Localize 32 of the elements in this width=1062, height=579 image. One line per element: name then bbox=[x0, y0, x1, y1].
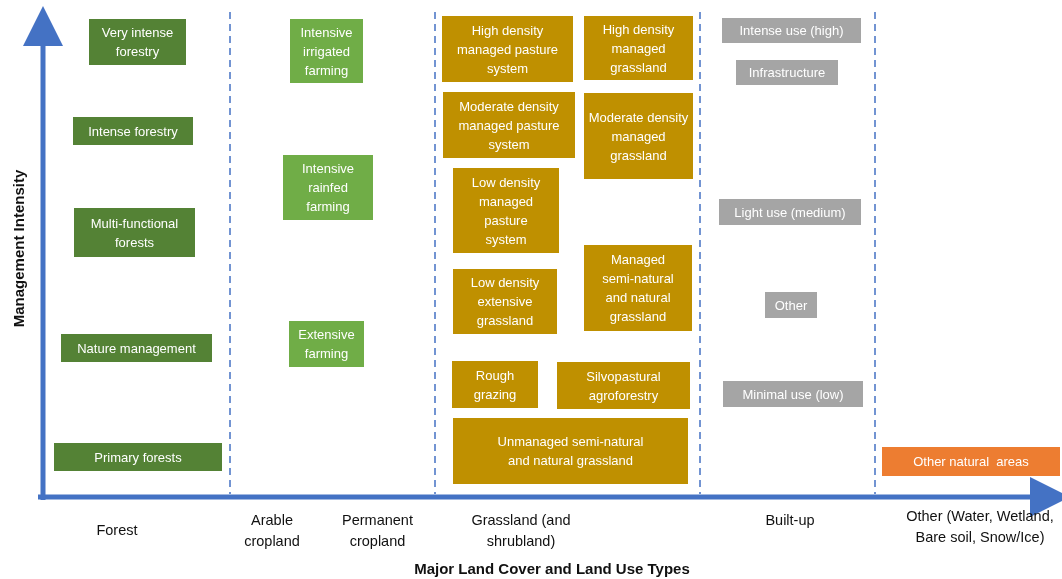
grassland-category-box: Silvopastural agroforestry bbox=[557, 362, 690, 409]
cropland-category-box: Extensive farming bbox=[289, 321, 364, 367]
forest-category-box: Primary forests bbox=[54, 443, 222, 471]
forest-category-box: Very intense forestry bbox=[89, 19, 186, 65]
built-up-category-box: Light use (medium) bbox=[719, 199, 861, 225]
x-category-label: Permanent cropland bbox=[341, 511, 414, 551]
built-up-category-box: Other bbox=[765, 292, 817, 318]
built-up-category-box: Intense use (high) bbox=[722, 18, 861, 43]
grassland-category-box: Low density extensive grassland bbox=[453, 269, 557, 334]
x-category-label: Grassland (and shrubland) bbox=[470, 511, 572, 551]
grassland-category-box: Rough grazing bbox=[452, 361, 538, 408]
x-category-label: Forest bbox=[95, 521, 139, 540]
grassland-category-box: High density managed grassland bbox=[584, 16, 693, 80]
y-axis-title: Management Intensity bbox=[8, 168, 28, 330]
forest-category-box: Intense forestry bbox=[73, 117, 193, 145]
forest-category-box: Multi-functional forests bbox=[74, 208, 195, 257]
x-axis-title: Major Land Cover and Land Use Types bbox=[413, 559, 691, 579]
x-category-label: Built-up bbox=[764, 511, 816, 530]
cropland-category-box: Intensive irrigated farming bbox=[290, 19, 363, 83]
grassland-category-box: Moderate density managed grassland bbox=[584, 93, 693, 179]
grassland-category-box: High density managed pasture system bbox=[442, 16, 573, 82]
grassland-category-box: Managed semi-natural and natural grassland bbox=[584, 245, 692, 331]
built-up-category-box: Infrastructure bbox=[736, 60, 838, 85]
natural-area-box: Other natural areas bbox=[882, 447, 1060, 476]
grassland-category-box: Unmanaged semi-natural and natural grassland bbox=[453, 418, 688, 484]
x-category-label: Other (Water, Wetland, Bare soil, Snow/Ice) bbox=[905, 507, 1055, 547]
grassland-category-box: Low density managed pasture system bbox=[453, 168, 559, 253]
x-category-label: Arable cropland bbox=[243, 511, 301, 551]
built-up-category-box: Minimal use (low) bbox=[723, 381, 863, 407]
grassland-category-box: Moderate density managed pasture system bbox=[443, 92, 575, 158]
forest-category-box: Nature management bbox=[61, 334, 212, 362]
cropland-category-box: Intensive rainfed farming bbox=[283, 155, 373, 220]
